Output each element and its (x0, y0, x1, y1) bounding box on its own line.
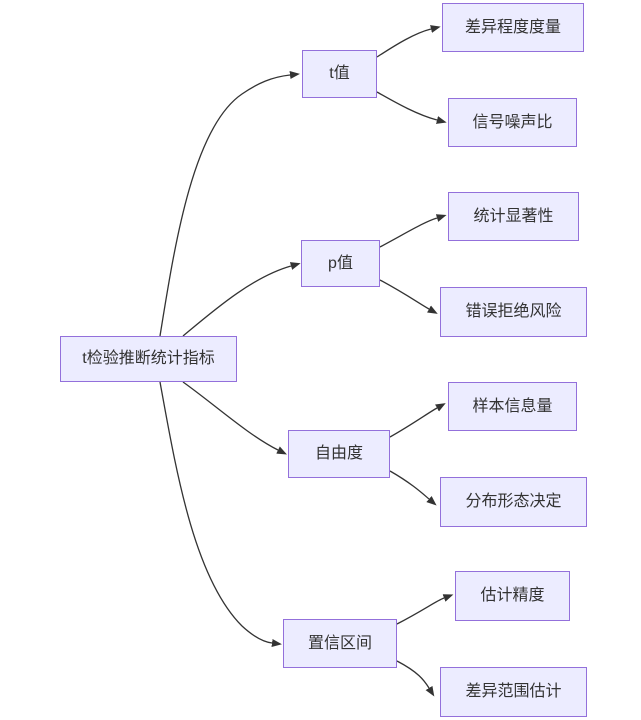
node-signal-noise-ratio: 信号噪声比 (448, 98, 577, 147)
node-root: t检验推断统计指标 (60, 336, 237, 382)
edge-t-value-to-leaf-1 (376, 25, 441, 58)
edge-p-value-to-leaf-2 (379, 279, 438, 314)
edge-root-to-degrees-of-freedom (182, 381, 287, 455)
node-t-value: t值 (302, 50, 377, 98)
node-difference-range-estimate: 差异范围估计 (440, 667, 587, 717)
edge-confidence-interval-to-leaf-1 (396, 594, 454, 625)
node-confidence-interval: 置信区间 (283, 619, 397, 668)
node-estimation-precision: 估计精度 (455, 571, 570, 621)
node-distribution-shape: 分布形态决定 (440, 477, 587, 527)
node-difference-magnitude-measure: 差异程度度量 (442, 3, 584, 52)
edge-p-value-to-leaf-1 (379, 214, 447, 248)
node-false-rejection-risk: 错误拒绝风险 (440, 287, 587, 337)
edge-degrees-of-freedom-to-leaf-2 (389, 470, 437, 506)
edge-root-to-confidence-interval (159, 381, 282, 647)
node-degrees-of-freedom: 自由度 (288, 430, 390, 478)
edge-degrees-of-freedom-to-leaf-1 (389, 403, 446, 438)
edge-t-value-to-leaf-2 (376, 91, 447, 124)
node-statistical-significance: 统计显著性 (448, 192, 579, 241)
edge-root-to-t-value (159, 71, 300, 337)
edge-confidence-interval-to-leaf-2 (396, 660, 435, 697)
edge-root-to-p-value (182, 262, 301, 337)
node-sample-information: 样本信息量 (448, 382, 577, 431)
node-p-value: p值 (301, 240, 380, 287)
